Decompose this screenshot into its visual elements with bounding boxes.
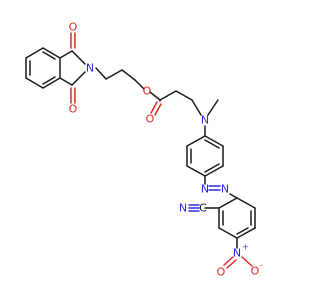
imide-nitrogen: N (86, 62, 94, 75)
amine-nitrogen: N (201, 114, 209, 127)
azo-nitrogen-1: N (201, 183, 209, 196)
nitro-group (223, 256, 253, 269)
ester-oxygen-carbonyl: O (146, 113, 155, 126)
nitrile-nitrogen: N (179, 202, 187, 215)
nitro-oxygen-charge: - (260, 261, 263, 270)
phthalimide-group (25, 32, 86, 104)
ester-linker (95, 67, 202, 116)
nitro-nitrogen: N (233, 247, 241, 260)
ester-oxygen-link: O (143, 85, 152, 98)
phenylene-ring (186, 135, 224, 185)
structure-drawing: O O N O O N N N (25, 21, 263, 279)
nitro-oxygen-single: O (251, 265, 260, 278)
molecule-diagram: O O N O O N N N (25, 20, 263, 279)
nitro-nitrogen-charge: + (242, 243, 249, 252)
amine-group (204, 99, 219, 137)
azo-nitrogen-2: N (221, 183, 229, 196)
nitro-oxygen-double: O (217, 266, 226, 279)
imide-oxygen-top: O (69, 21, 78, 34)
imide-oxygen-bottom: O (69, 103, 78, 116)
nitrile-carbon: C (199, 202, 207, 215)
azo-group (208, 185, 221, 191)
nitrophenyl-ring (188, 193, 256, 249)
